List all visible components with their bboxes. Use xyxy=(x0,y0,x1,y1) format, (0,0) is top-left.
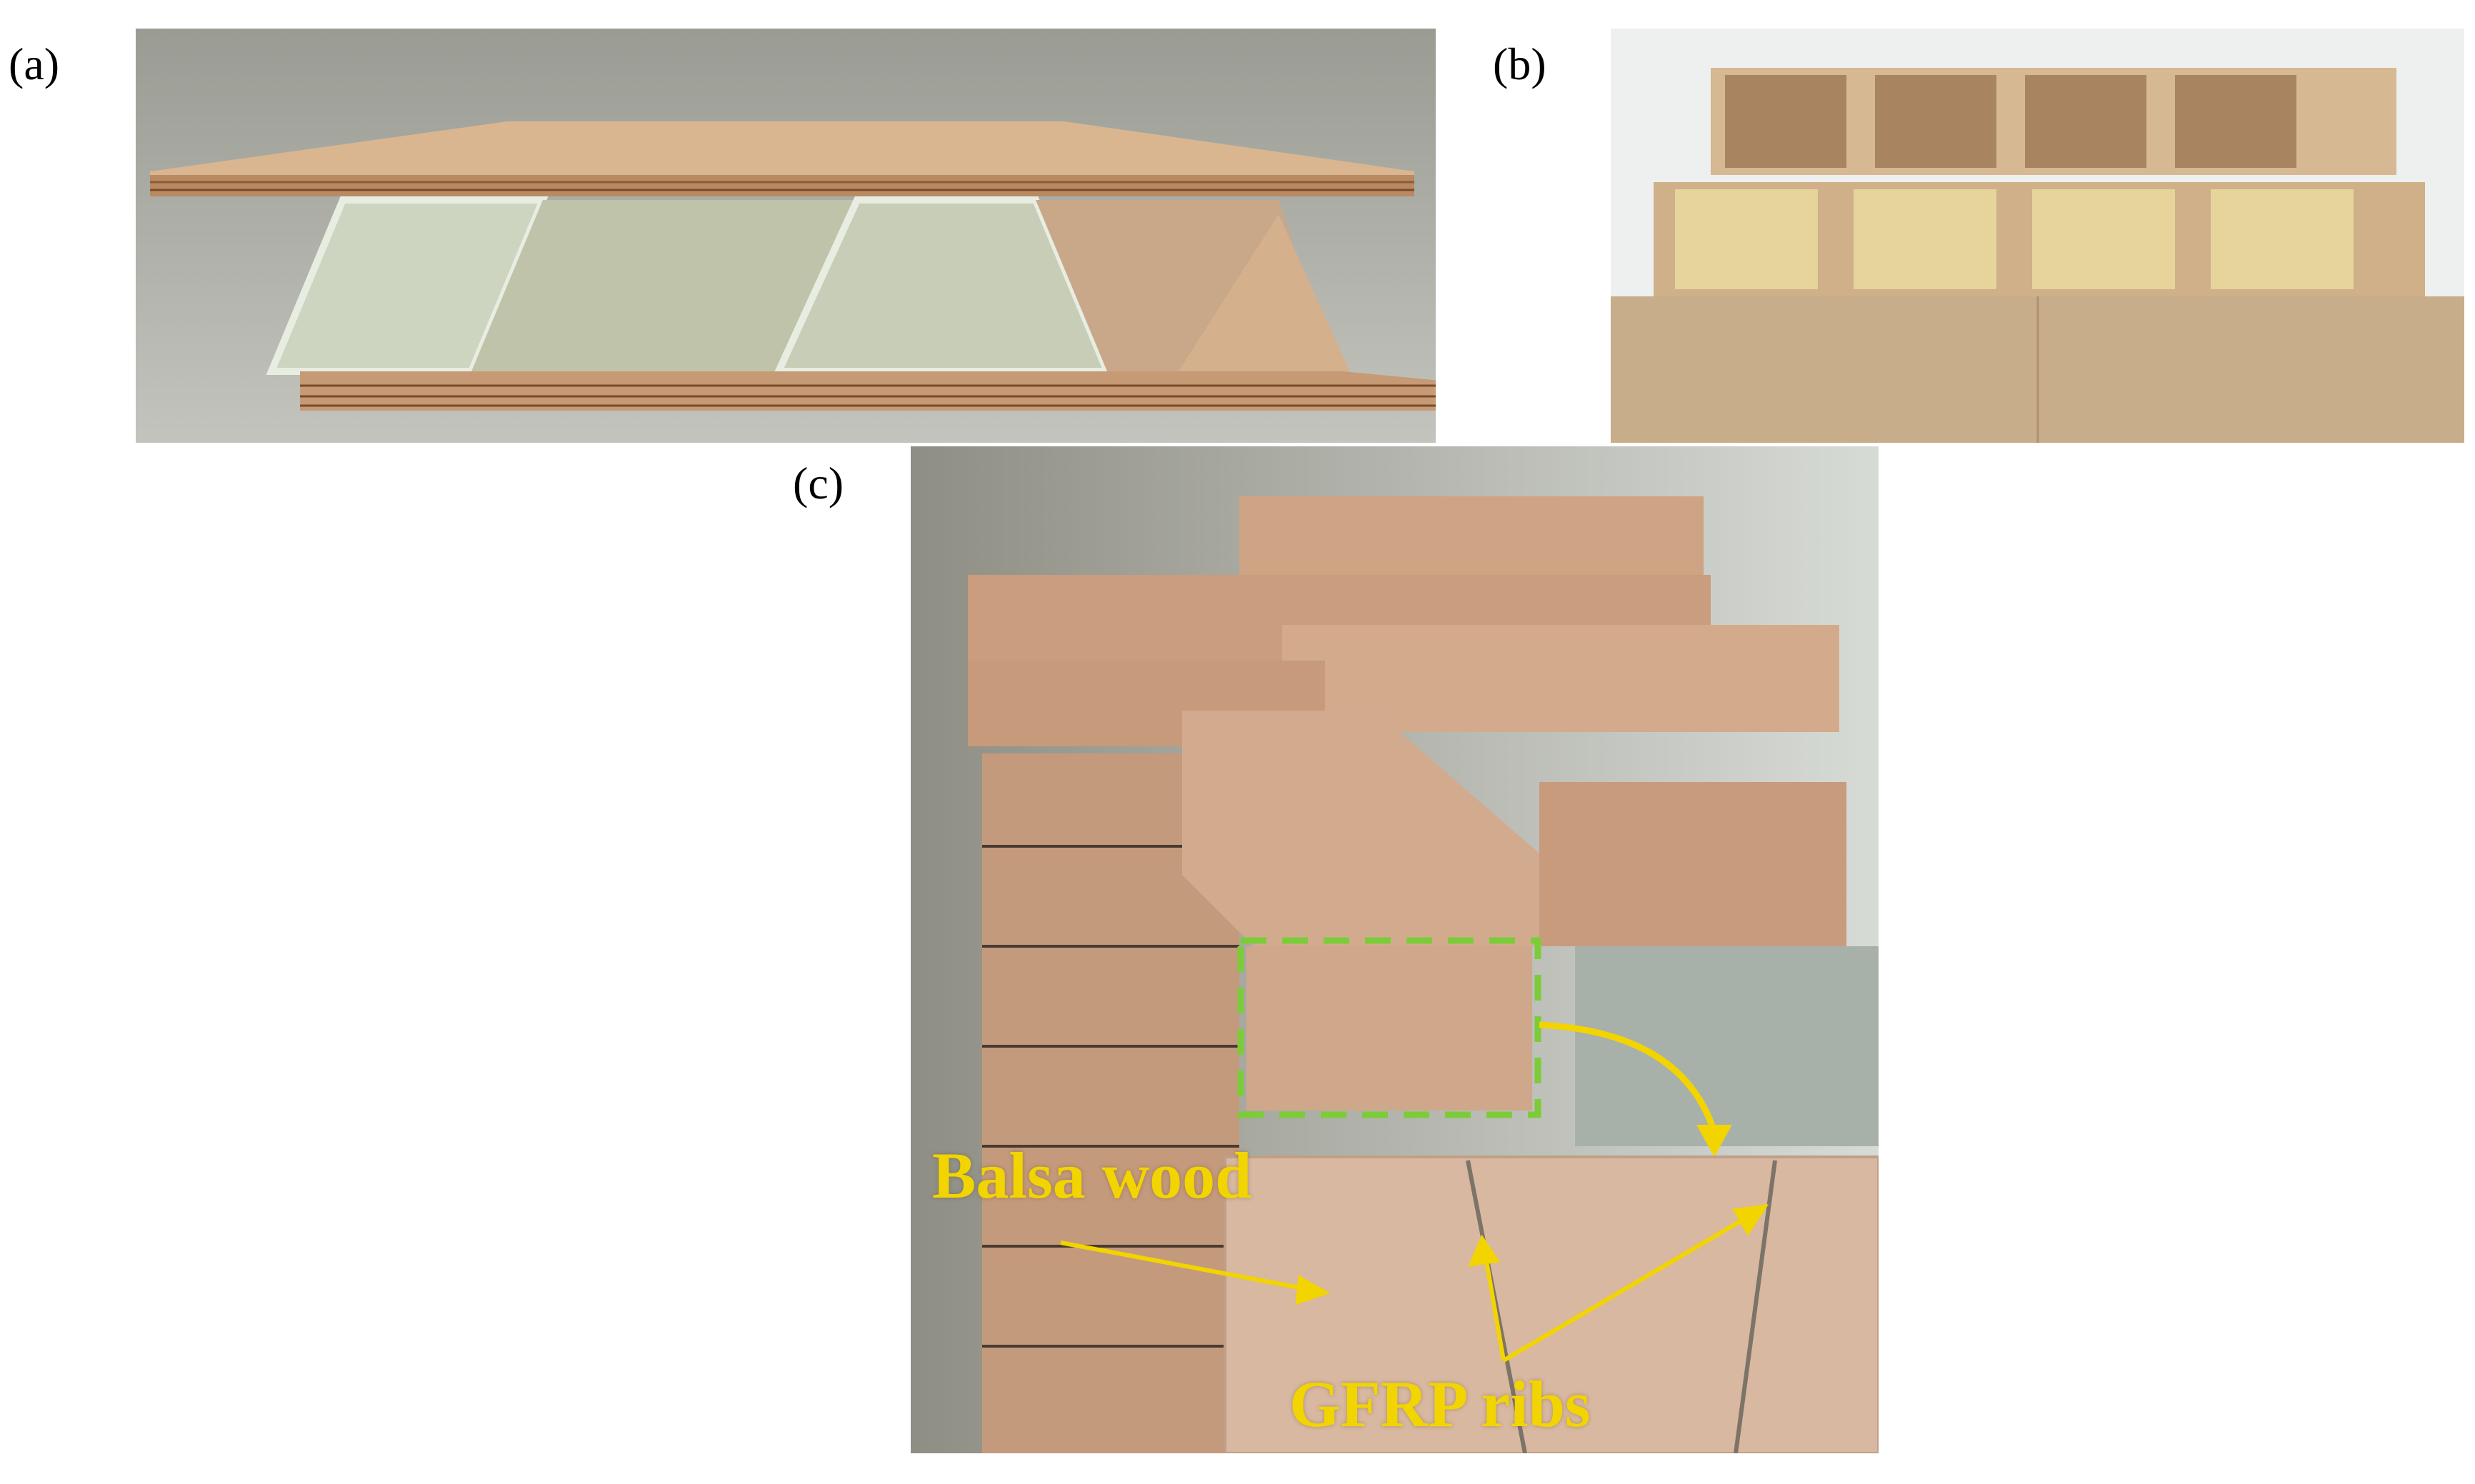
annotation-balsa-wood: Balsa wood xyxy=(932,1139,1252,1212)
photo-a-sandwich-panel xyxy=(136,29,1436,443)
annotation-gfrp-ribs: GFRP ribs xyxy=(1289,1368,1591,1440)
photo-b-plywood-cells xyxy=(1611,29,2464,443)
panel-b-label: (b) xyxy=(1493,39,1546,89)
panel-c-label: (c) xyxy=(793,458,844,508)
photo-c-balsa-blocks xyxy=(911,446,1879,1453)
panel-a-label: (a) xyxy=(9,39,60,89)
